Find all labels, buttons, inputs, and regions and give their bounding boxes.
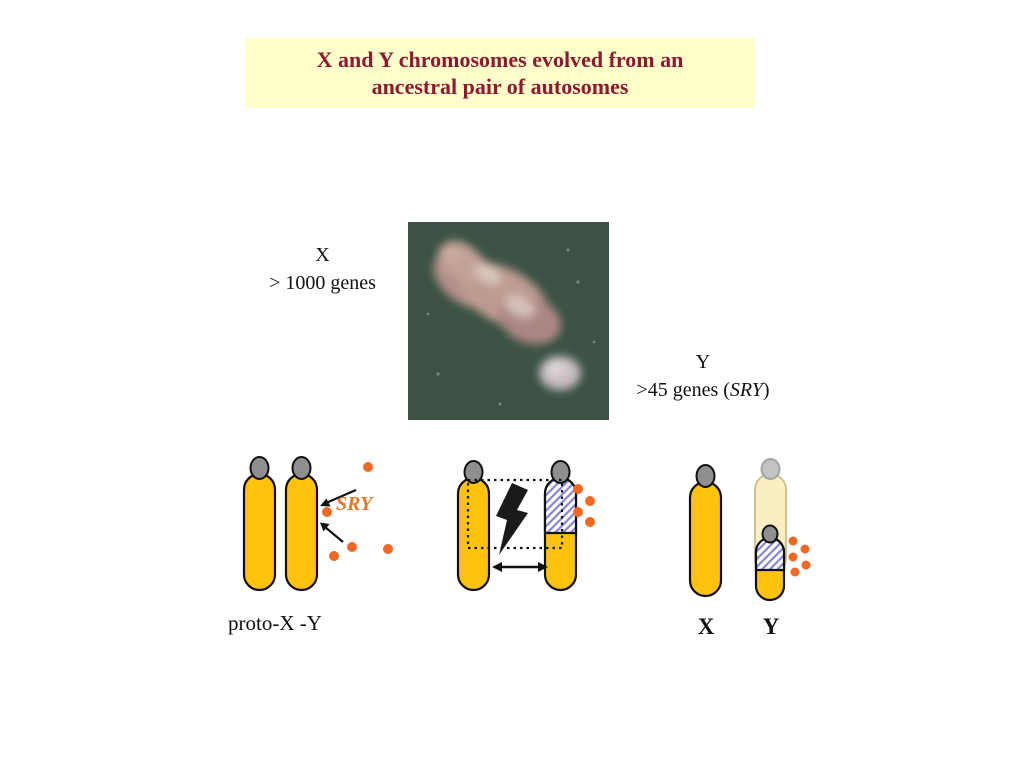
stage2-x-centromere-icon — [463, 460, 484, 484]
slide-title-box: X and Y chromosomes evolved from an ance… — [245, 38, 755, 108]
modern-x-label: X — [697, 614, 715, 639]
photo-y-genes-prefix: >45 genes ( — [636, 379, 730, 401]
photo-x-annotation: X > 1000 genes — [250, 241, 395, 297]
photo-x-label: X — [315, 244, 330, 266]
photo-speckles — [426, 248, 596, 406]
proto-x-centromere-icon — [249, 456, 270, 480]
proto-x-chromosome — [242, 472, 277, 592]
photo-y-annotation: Y >45 genes (SRY) — [605, 348, 801, 404]
photo-y-label: Y — [695, 351, 711, 373]
modern-y-label: Y — [762, 614, 780, 639]
double-arrow-icon — [492, 562, 548, 572]
sry-insertion-arrow-icons — [320, 488, 357, 543]
modern-x-centromere-icon — [695, 464, 716, 488]
modern-x-chromosome — [688, 480, 723, 598]
stage3-gene-dots — [788, 536, 811, 577]
photo-y-gene-count: >45 genes (SRY) — [605, 376, 801, 404]
photo-y-genes-suffix: ) — [762, 379, 770, 401]
modern-xy-diagram — [688, 458, 811, 602]
sry-gene-dots — [322, 462, 393, 561]
sry-label: SRY — [336, 493, 373, 515]
slide-title-line1: X and Y chromosomes evolved from an — [316, 47, 684, 72]
photo-x-gene-count: > 1000 genes — [269, 272, 376, 294]
slide-title-line2: ancestral pair of autosomes — [371, 74, 629, 99]
proto-xy-label: proto-X -Y — [228, 611, 322, 635]
inversion-region-dotted-outline — [466, 478, 564, 550]
stage2-x-chromosome — [456, 476, 491, 592]
photo-y-genes-gene: SRY — [729, 379, 763, 401]
chromosome-micrograph — [408, 222, 609, 420]
x-chromosome-blob — [433, 240, 562, 345]
proto-y-chromosome — [284, 472, 319, 592]
proto-xy-diagram — [242, 456, 393, 592]
inversion-diagram — [456, 460, 595, 592]
modern-y-centromere-icon — [761, 524, 779, 544]
stage2-y-centromere-icon — [550, 460, 571, 484]
stage2-gene-dots — [573, 484, 595, 527]
lightning-bolt-icon — [496, 483, 528, 555]
inverted-region-hatched — [543, 476, 578, 535]
y-chromosome-blob — [539, 356, 581, 390]
proto-y-centromere-icon — [291, 456, 312, 480]
